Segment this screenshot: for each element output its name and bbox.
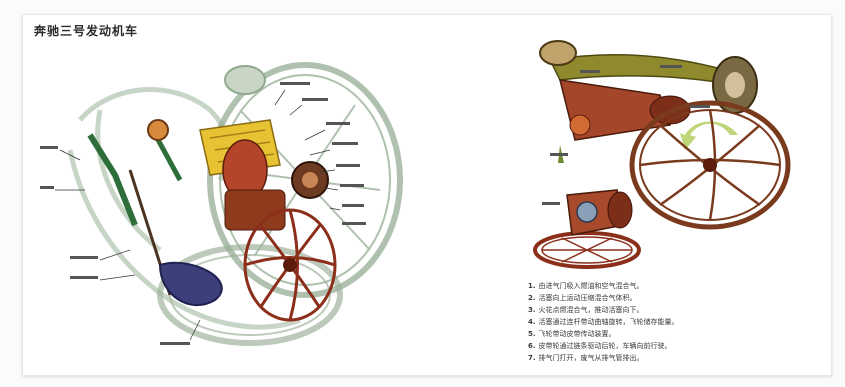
note-item: 2.活塞向上运动压缩混合气体积。 (528, 294, 788, 303)
note-text: 排气门打开，废气从排气管排出。 (539, 354, 644, 362)
note-text: 活塞通过连杆带动曲轴旋转，飞轮储存能量。 (539, 318, 679, 326)
note-number: 4. (528, 318, 536, 326)
note-item: 5.飞轮带动皮带传动装置。 (528, 330, 788, 339)
note-item: 4.活塞通过连杆带动曲轴旋转，飞轮储存能量。 (528, 318, 788, 327)
note-text: 活塞向上运动压缩混合气体积。 (539, 294, 637, 302)
note-number: 6. (528, 342, 536, 350)
note-number: 2. (528, 294, 536, 302)
engine-car-illustration (40, 50, 430, 355)
note-text: 火花点燃混合气，推动活塞向下。 (539, 306, 644, 314)
note-number: 1. (528, 282, 536, 290)
note-text: 由进气门吸入燃油和空气混合气。 (539, 282, 644, 290)
note-number: 5. (528, 330, 536, 338)
note-text: 皮带轮通过链条驱动后轮，车辆向前行驶。 (539, 342, 672, 350)
note-item: 3.火花点燃混合气，推动活塞向下。 (528, 306, 788, 315)
engine-flywheel-illustration (532, 180, 652, 270)
diagram-title: 奔驰三号发动机车 (34, 22, 138, 39)
note-text: 飞轮带动皮带传动装置。 (539, 330, 616, 338)
note-item: 6.皮带轮通过链条驱动后轮，车辆向前行驶。 (528, 342, 788, 351)
note-item: 1.由进气门吸入燃油和空气混合气。 (528, 282, 788, 291)
note-number: 7. (528, 354, 536, 362)
note-item: 7.排气门打开，废气从排气管排出。 (528, 354, 788, 363)
note-number: 3. (528, 306, 536, 314)
